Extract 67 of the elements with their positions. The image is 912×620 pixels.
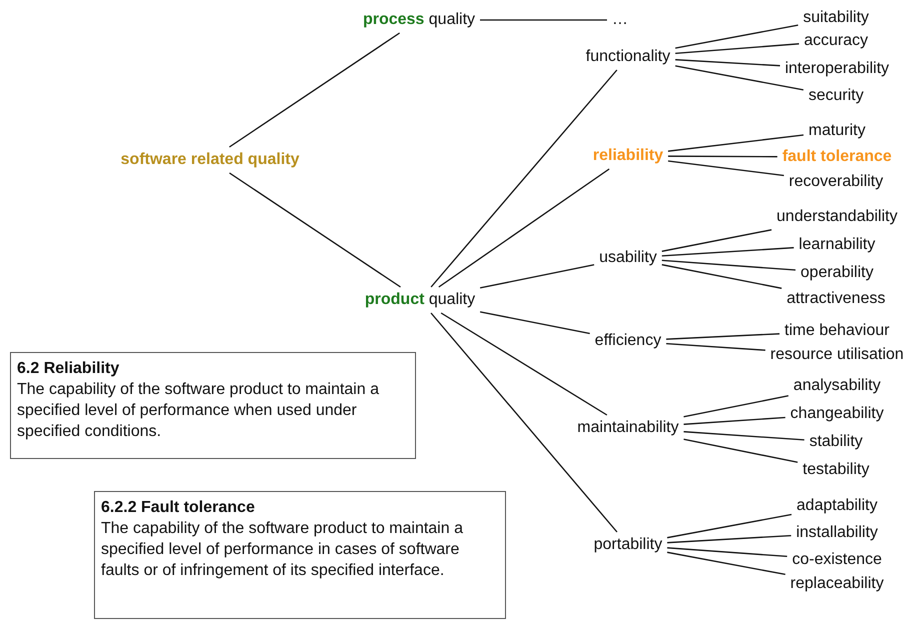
term-label: usability (598, 248, 658, 268)
term-label: process quality (362, 10, 476, 30)
term-label: changeability (789, 404, 885, 424)
definition-box (94, 491, 506, 619)
connector-line (666, 333, 780, 340)
term-label: operability (800, 263, 874, 283)
connector-line (675, 43, 800, 54)
term-label: efficiency (594, 331, 662, 351)
term-label: resource utilisation (769, 345, 905, 365)
connector-line (229, 172, 401, 288)
connector-line (480, 264, 594, 289)
connector-line (438, 168, 610, 288)
connector-line (668, 160, 784, 176)
term-label: reliability (592, 146, 664, 166)
term-label: adaptability (796, 496, 878, 516)
definition-text: The capability of the software product to maintain a specified level of performance in cases of software faults or of infringement of its specified interface. (101, 519, 464, 581)
connector-line (684, 431, 804, 441)
definition-box (10, 352, 416, 459)
term-label: replaceability (789, 574, 885, 594)
connector-line (684, 395, 789, 418)
term-label: maintainability (576, 418, 680, 438)
term-label: security (807, 86, 865, 106)
term-label: learnability (798, 235, 876, 255)
connector-line (667, 547, 788, 558)
term-label: interoperability (784, 59, 890, 79)
definition-heading: 6.2.2 Fault tolerance (101, 498, 256, 518)
connector-line (480, 311, 590, 334)
connector-line (480, 19, 607, 21)
term-label: maturity (808, 121, 866, 141)
term-label: software related quality (120, 150, 300, 170)
definition-text: The capability of the software product to maintain a specified level of performance when used under specified conditions. (17, 380, 380, 442)
term-label: co-existence (791, 550, 883, 570)
term-label: product quality (364, 290, 476, 310)
term-label: fault tolerance (781, 147, 893, 167)
connector-line (662, 229, 772, 252)
connector-line (684, 416, 786, 425)
term-label: understandability (776, 207, 898, 227)
connector-line (675, 65, 804, 91)
connector-line (662, 247, 794, 257)
term-label: testability (802, 460, 870, 480)
connector-line (440, 312, 608, 416)
connector-line (668, 134, 804, 152)
term-label: … (611, 10, 629, 30)
term-label: functionality (584, 47, 672, 67)
connector-line (666, 342, 766, 351)
term-label: attractiveness (786, 289, 886, 309)
connector-line (675, 24, 798, 49)
term-label: analysability (792, 376, 882, 396)
connector-line (662, 260, 796, 271)
connector-line (662, 264, 782, 289)
term-label: stability (808, 432, 864, 452)
connector-line (430, 70, 618, 288)
term-label: accuracy (802, 31, 870, 51)
connector-line (668, 156, 778, 158)
connector-line (229, 32, 400, 148)
connector-line (675, 59, 780, 66)
term-label: time behaviour (784, 321, 890, 341)
connector-line (667, 514, 792, 538)
term-label: suitability (802, 8, 870, 28)
term-label: portability (592, 535, 664, 555)
term-label: installability (795, 523, 879, 543)
connector-line (667, 534, 792, 544)
definition-heading: 6.2 Reliability (17, 359, 120, 379)
connector-line (684, 438, 798, 463)
connector-line (667, 552, 786, 576)
term-label: recoverability (788, 172, 884, 192)
connector-line (430, 312, 618, 532)
